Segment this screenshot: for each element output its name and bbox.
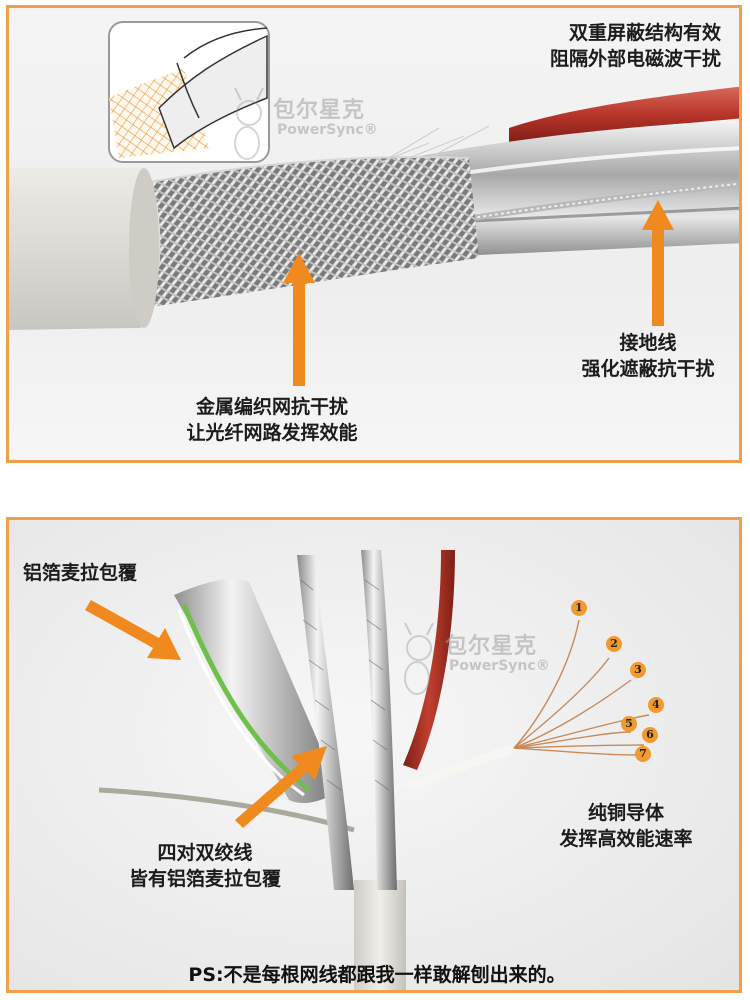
red-insulated-wire (403, 550, 455, 770)
metal-braid-shield (144, 157, 479, 308)
arrow-to-pairs (235, 746, 327, 828)
strand-number-4: 4 (648, 697, 664, 713)
copper-caption: 纯铜导体 发挥高效能速率 (531, 800, 721, 852)
inset-illustration (108, 21, 270, 163)
outer-jacket (9, 168, 161, 330)
ground-caption: 接地线 强化遮蔽抗干扰 (563, 330, 733, 382)
watermark-registered-mark: ® (535, 658, 550, 674)
arrow-to-foil (85, 600, 181, 660)
pairs-caption: 四对双绞线 皆有铝箔麦拉包覆 (105, 840, 305, 892)
foil-mylar-wrap (174, 578, 339, 803)
watermark-logo-icon (404, 622, 434, 695)
red-conductor (509, 86, 739, 143)
ground-caption-line2: 强化遮蔽抗干扰 (581, 358, 715, 380)
strand-number-3: 3 (630, 662, 646, 678)
ps-note: PS:不是每根网线都跟我一样敢解刨出来的。 (188, 964, 566, 986)
watermark-registered-mark: ® (363, 122, 378, 138)
braid-caption-line1: 金属编织网抗干扰 (195, 396, 348, 418)
watermark-logo-icon (234, 87, 264, 160)
cable-pairs-photo (85, 550, 650, 990)
shield-caption-line1: 双重屏蔽结构有效 (568, 22, 721, 44)
braid-caption: 金属编织网抗干扰 让光纤网路发挥效能 (157, 394, 387, 446)
bottom-photo-panel: 铝箔麦拉包覆 四对双绞线 皆有铝箔麦拉包覆 纯铜导体 发挥高效能速率 1 2 3… (6, 517, 742, 993)
copper-strands (513, 619, 650, 756)
foil-caption: 铝箔麦拉包覆 (23, 562, 138, 584)
pairs-caption-line2: 皆有铝箔麦拉包覆 (128, 868, 281, 890)
watermark-en: PowerSync® (277, 122, 378, 138)
outer-jacket-stub (354, 880, 406, 990)
arrow-up-ground (642, 200, 674, 326)
white-insulated-wire (405, 743, 516, 793)
strand-number-2: 2 (606, 636, 622, 652)
ground-caption-line1: 接地线 (619, 332, 677, 354)
copper-caption-line1: 纯铜导体 (587, 802, 664, 824)
strand-number-1: 1 (571, 600, 587, 616)
arrow-up-braid (283, 253, 315, 386)
watermark-cn: 包尔星克 (445, 634, 538, 659)
strand-number-5: 5 (621, 716, 637, 732)
pairs-caption-line1: 四对双绞线 (157, 842, 253, 864)
top-photo-panel: 双重屏蔽结构有效 阻隔外部电磁波干扰 接地线 强化遮蔽抗干扰 金属编织网抗干扰 … (6, 5, 742, 463)
copper-caption-line2: 发挥高效能速率 (559, 828, 693, 850)
shielded-pair-2 (361, 550, 397, 890)
cable-cross-section-photo (9, 21, 739, 386)
watermark-en: PowerSync® (449, 658, 550, 674)
shielded-pair-1 (297, 555, 354, 890)
watermark-cn: 包尔星克 (273, 98, 366, 123)
shield-caption-line2: 阻隔外部电磁波干扰 (549, 48, 721, 70)
braid-caption-line2: 让光纤网路发挥效能 (186, 422, 358, 444)
strand-number-6: 6 (642, 727, 658, 743)
shield-caption: 双重屏蔽结构有效 阻隔外部电磁波干扰 (550, 20, 721, 72)
strand-number-7: 7 (635, 746, 651, 762)
